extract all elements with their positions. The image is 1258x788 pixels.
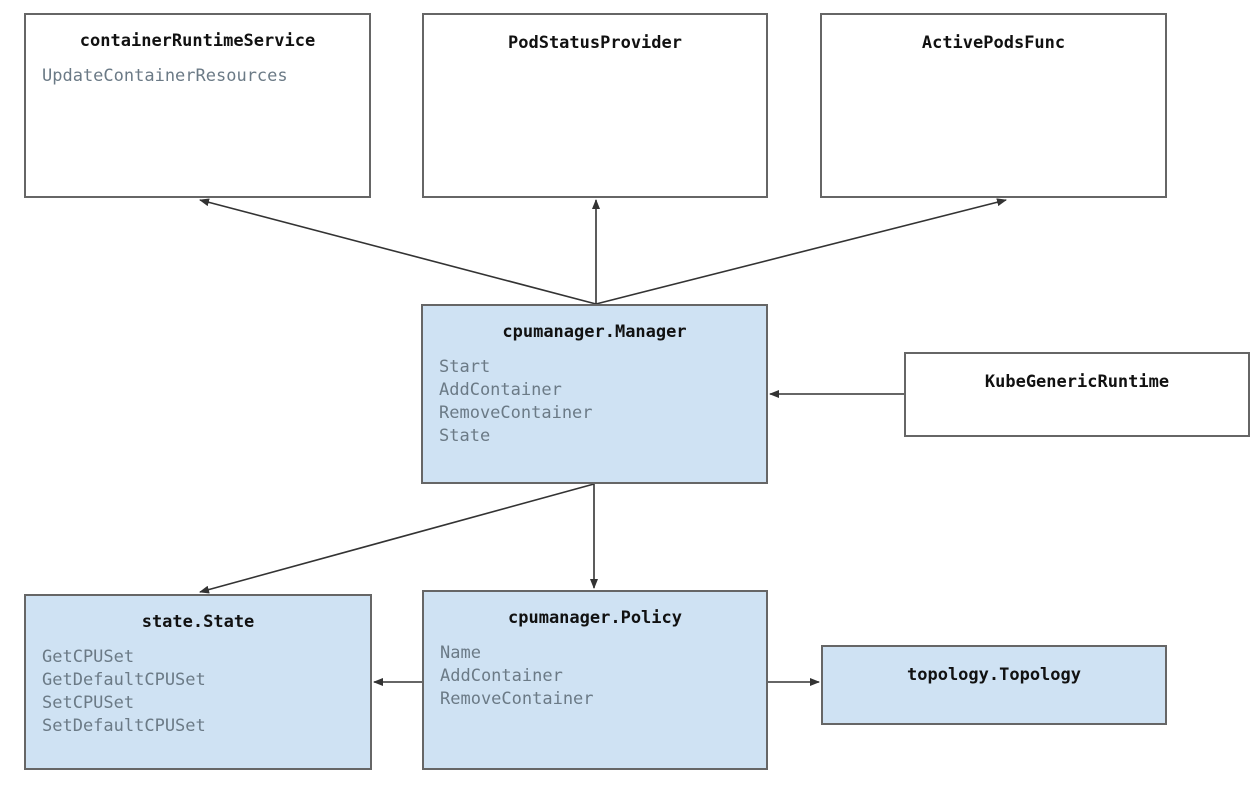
node-method: GetDefaultCPUSet xyxy=(42,670,206,690)
edge-manager-to-containerRuntimeService xyxy=(199,198,597,305)
node-title: PodStatusProvider xyxy=(508,33,682,53)
node-title: topology.Topology xyxy=(907,665,1081,685)
node-title: containerRuntimeService xyxy=(79,31,316,51)
node-method: AddContainer xyxy=(440,666,563,686)
node-PodStatusProvider[interactable]: PodStatusProvider xyxy=(422,13,768,198)
node-method: SetCPUSet xyxy=(42,693,135,713)
node-title: state.State xyxy=(141,612,255,632)
node-method: AddContainer xyxy=(439,380,562,400)
node-method: UpdateContainerResources xyxy=(42,66,288,86)
node-method: Start xyxy=(439,357,491,377)
node-title: cpumanager.Policy xyxy=(508,608,682,628)
node-KubeGenericRuntime[interactable]: KubeGenericRuntime xyxy=(904,352,1250,437)
node-method: GetCPUSet xyxy=(42,647,135,667)
node-ActivePodsFunc[interactable]: ActivePodsFunc xyxy=(820,13,1167,198)
node-title: KubeGenericRuntime xyxy=(984,372,1170,392)
node-method: RemoveContainer xyxy=(440,689,594,709)
node-title: cpumanager.Manager xyxy=(502,322,687,342)
edge-manager-to-stateState xyxy=(199,483,595,594)
edge-manager-to-activePodsFunc xyxy=(595,198,1007,305)
node-method: Name xyxy=(440,643,481,663)
node-topologyTopology[interactable]: topology.Topology xyxy=(821,645,1167,725)
node-method: SetDefaultCPUSet xyxy=(42,716,206,736)
node-title: ActivePodsFunc xyxy=(921,33,1066,53)
node-method-list: UpdateContainerResources xyxy=(26,65,369,88)
node-method: State xyxy=(439,426,491,446)
node-method: RemoveContainer xyxy=(439,403,593,423)
